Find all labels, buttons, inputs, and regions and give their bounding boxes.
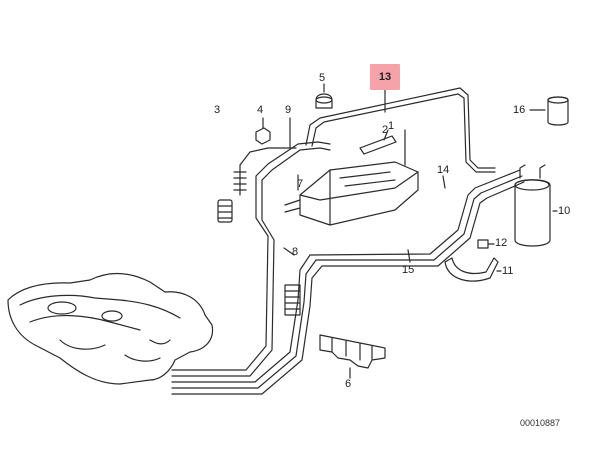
label-9[interactable]: 9 (285, 104, 292, 116)
fuel-tank (7, 272, 214, 385)
label-8[interactable]: 8 (292, 246, 299, 258)
hose-8-ribs (284, 290, 301, 310)
label-11[interactable]: 11 (502, 265, 514, 277)
label-14[interactable]: 14 (437, 164, 450, 176)
tank-detail (124, 354, 161, 362)
hose-8 (284, 284, 301, 316)
fuel-line-main (171, 169, 521, 383)
label-7[interactable]: 7 (297, 178, 304, 190)
label-16[interactable]: 16 (513, 104, 526, 116)
tank-ridge (19, 294, 181, 319)
highlighted-part-label[interactable]: 13 (370, 64, 400, 90)
hose-3-line (239, 147, 297, 166)
clip-ribs (217, 205, 233, 219)
leader-8 (283, 247, 295, 256)
tank-detail (149, 339, 171, 345)
canister-ribs (339, 171, 396, 187)
tank-opening (101, 310, 123, 322)
label-4[interactable]: 4 (257, 104, 264, 116)
fuel-line-13 (305, 87, 496, 169)
filter-10-pipes (519, 164, 546, 179)
hose-3-ribs (233, 171, 247, 191)
canister-bracket (284, 199, 301, 213)
tank-detail (59, 339, 106, 350)
reference-number: 00010887 (519, 418, 560, 428)
strap-2 (359, 135, 397, 155)
fuel-line-main (171, 181, 525, 395)
sleeve-16 (547, 96, 569, 126)
filter-10-top (514, 179, 550, 191)
clip-holder-slots (331, 337, 373, 361)
label-1[interactable]: 1 (388, 120, 395, 132)
label-5[interactable]: 5 (319, 72, 326, 84)
label-2[interactable]: 2 (382, 124, 389, 136)
label-10[interactable]: 10 (558, 205, 571, 217)
label-3[interactable]: 3 (214, 104, 221, 116)
canister-1 (299, 161, 419, 226)
cap-5 (315, 93, 333, 109)
leader-2 (383, 129, 389, 141)
sleeve-16-top (547, 96, 569, 104)
vent-line (171, 147, 331, 377)
label-6[interactable]: 6 (345, 378, 352, 390)
leader-14 (442, 175, 446, 189)
bolt-12 (477, 239, 489, 249)
cap-5-top (315, 96, 333, 104)
label-13: 13 (378, 71, 392, 83)
leader-15 (407, 249, 411, 263)
nut-4 (255, 127, 271, 145)
tank-opening (47, 301, 77, 315)
clip-holder-6 (319, 334, 386, 369)
fuel-line-13 (311, 93, 496, 173)
clip-part (217, 199, 233, 223)
label-12[interactable]: 12 (495, 237, 508, 249)
label-15[interactable]: 15 (402, 264, 415, 276)
vent-line (171, 141, 331, 371)
clamp-11 (444, 257, 499, 282)
tank-ridge (29, 315, 141, 331)
fuel-line-main (171, 175, 523, 389)
canister-edge (299, 171, 419, 201)
